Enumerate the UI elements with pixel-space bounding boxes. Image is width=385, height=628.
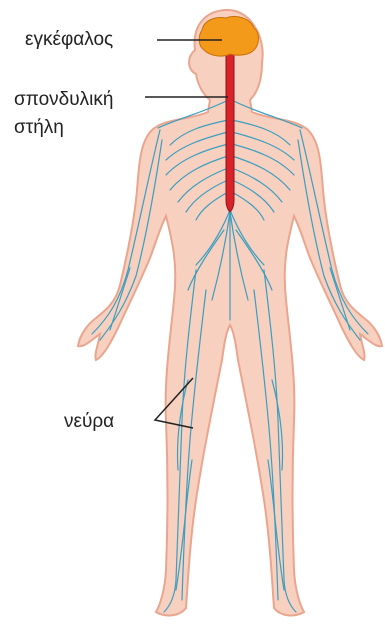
brain (199, 16, 258, 56)
brain-label: εγκέφαλος (25, 28, 113, 52)
spinal-cord (226, 52, 234, 212)
spinal-cord-label-line2: στήλη (14, 116, 64, 140)
spinal-cord-label-line1: σπονδυλική (14, 88, 113, 112)
nerves-label: νεύρα (64, 410, 114, 434)
